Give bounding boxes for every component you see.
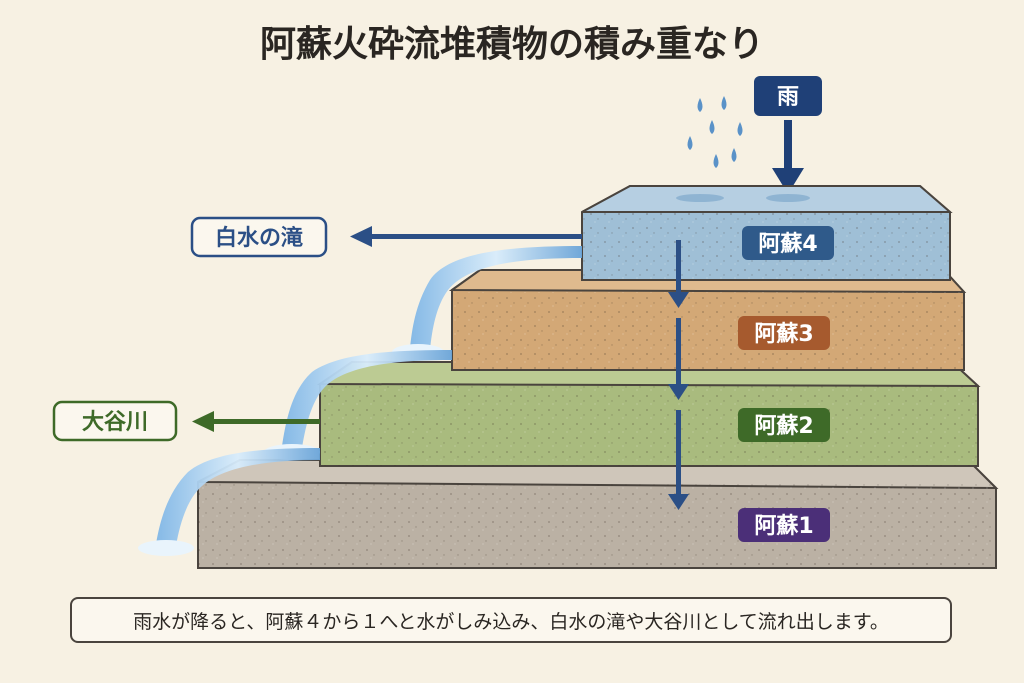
raindrops-icon (687, 96, 743, 168)
outlet-label-river: 大谷川 (82, 410, 148, 435)
layer-label-aso2: 阿蘇2 (754, 413, 813, 439)
layer-label-aso1: 阿蘇1 (754, 513, 813, 539)
waterfall-icon (138, 246, 582, 556)
layer-aso1 (197, 459, 999, 569)
infiltration-arrows (668, 240, 689, 510)
layer-label-aso4: 阿蘇4 (758, 231, 817, 257)
badge-aso1: 阿蘇1 (738, 508, 830, 542)
outlet-arrow-falls (350, 226, 582, 247)
badge-aso3: 阿蘇3 (738, 316, 830, 350)
page-title: 阿蘇火砕流堆積物の積み重なり (260, 24, 764, 65)
layer-aso2 (316, 361, 981, 467)
outlet-shirakawa-falls: 白水の滝 (190, 216, 328, 258)
layer-label-aso3: 阿蘇3 (754, 321, 813, 347)
badge-aso2: 阿蘇2 (738, 408, 830, 442)
outlet-label-falls: 白水の滝 (215, 225, 303, 251)
outlet-otani-river: 大谷川 (52, 400, 178, 442)
caption-box: 雨水が降ると、阿蘇４から１へと水がしみ込み、白水の滝や大谷川として流れ出します。 (70, 597, 952, 643)
rain-label: 雨 (777, 85, 799, 110)
caption-text: 雨水が降ると、阿蘇４から１へと水がしみ込み、白水の滝や大谷川として流れ出します。 (133, 610, 889, 633)
rain-arrow (772, 120, 804, 194)
outlet-arrow-river (192, 411, 320, 432)
layer-aso3 (448, 269, 967, 371)
rain-badge: 雨 (754, 76, 822, 116)
badge-aso4: 阿蘇4 (742, 226, 834, 260)
